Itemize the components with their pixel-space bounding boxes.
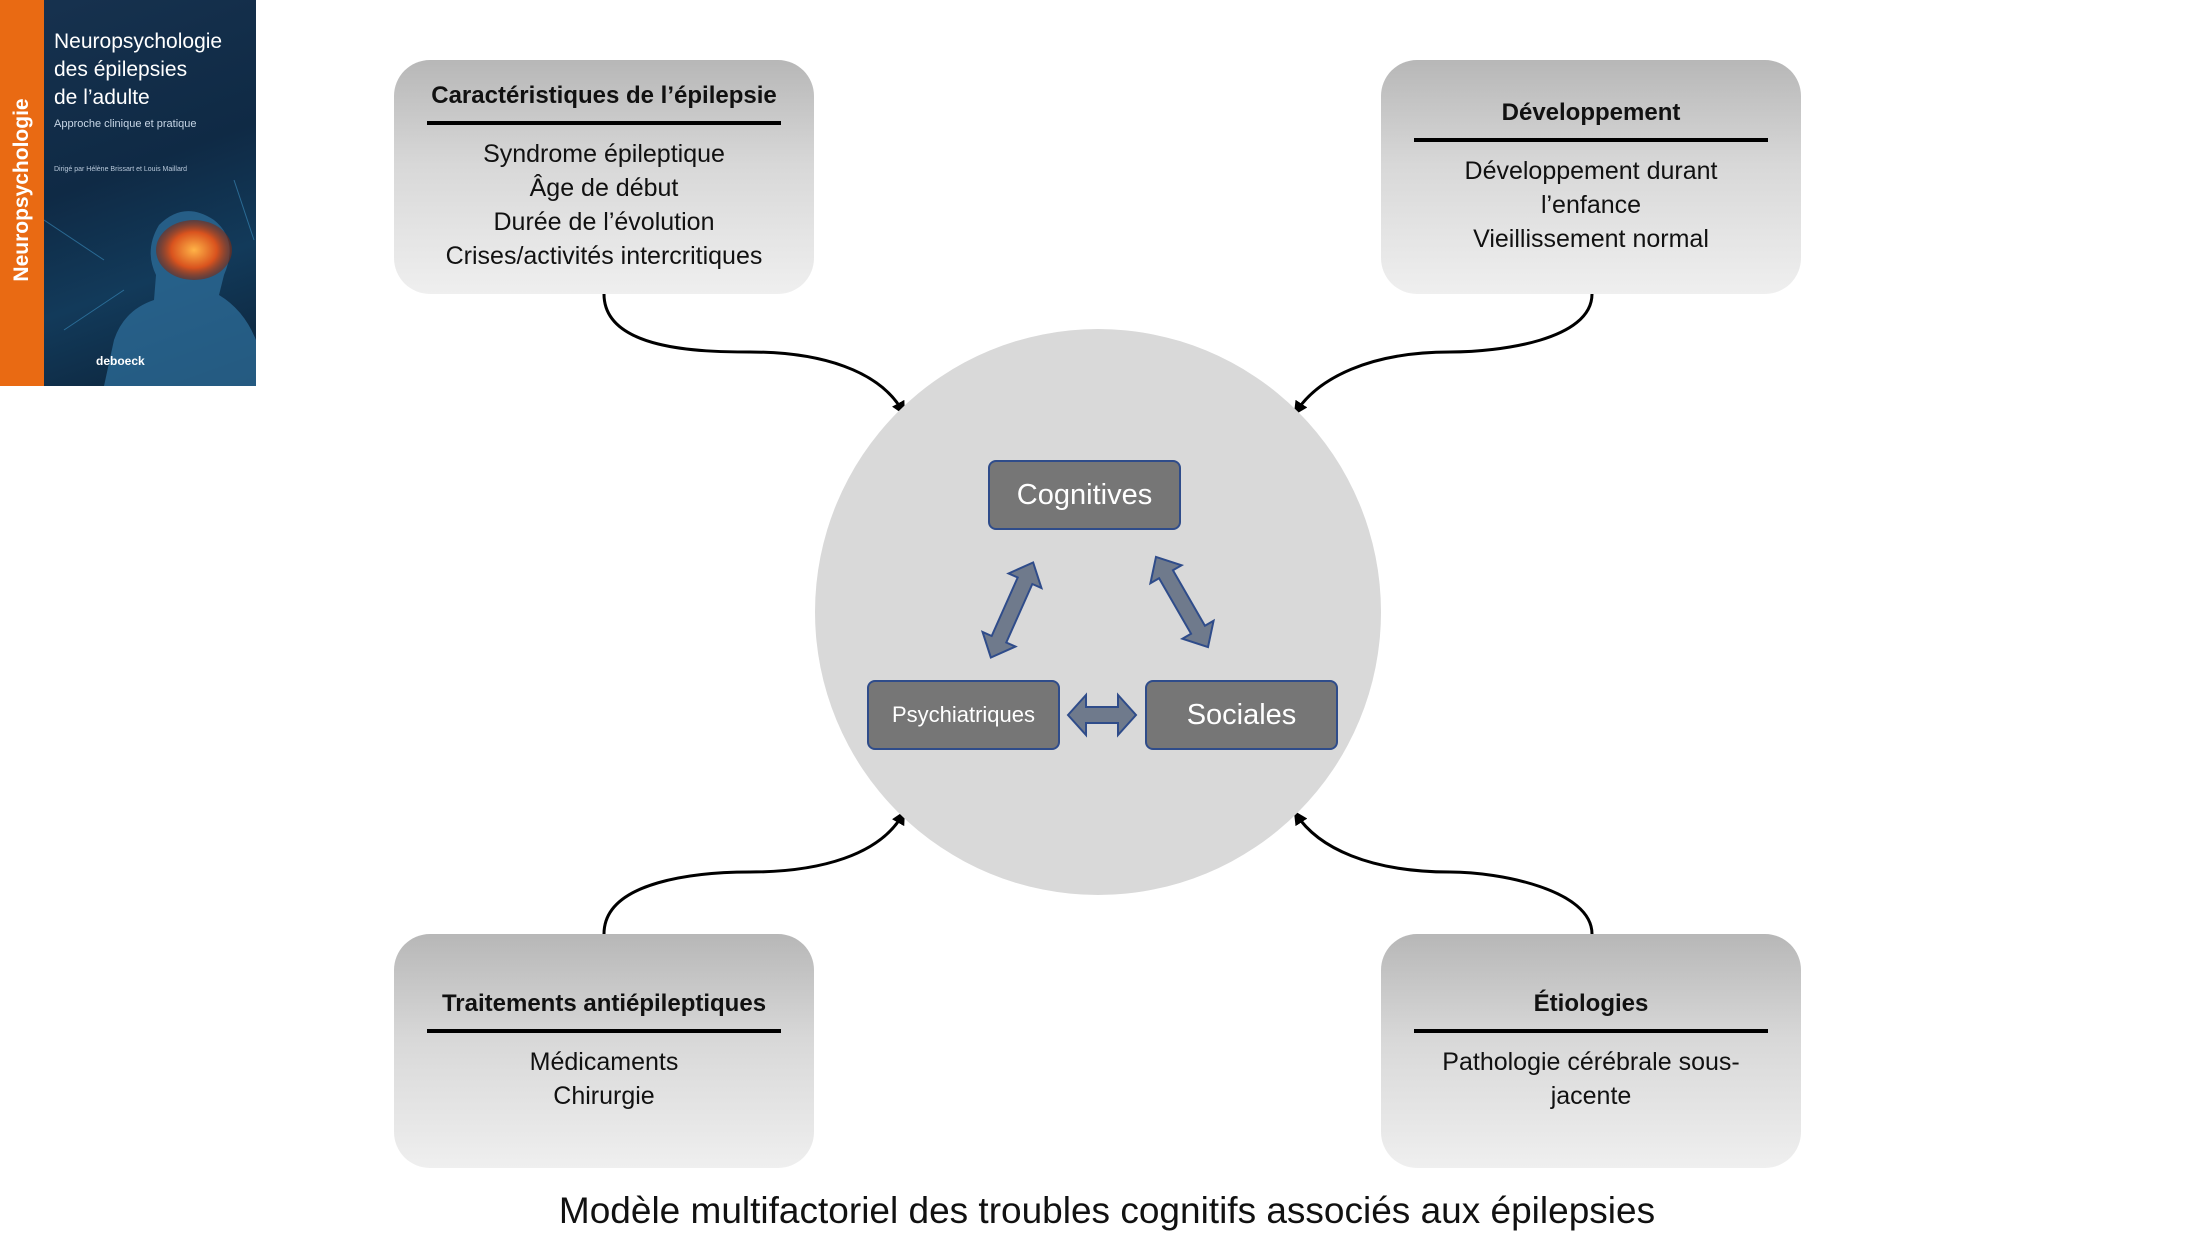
- factor-items: Développement durant l’enfance Vieilliss…: [1446, 154, 1736, 256]
- book-cover: Neuropsychologie Neuropsychologie des ép…: [0, 0, 256, 386]
- factor-item: Pathologie cérébrale sous-jacente: [1442, 1048, 1740, 1110]
- factor-item: Âge de début: [529, 174, 679, 202]
- domain-box-psychiatriques: Psychiatriques: [867, 680, 1060, 750]
- factor-items: Syndrome épileptique Âge de début Durée …: [434, 137, 774, 273]
- arrow-etio-to-center: [1293, 810, 1594, 935]
- factor-box-caracteristiques: Caractéristiques de l’épilepsie Syndrome…: [394, 60, 814, 294]
- center-circle: [815, 329, 1381, 895]
- domain-box-cognitives: Cognitives: [988, 460, 1181, 530]
- arrow-carac-to-center: [602, 293, 905, 416]
- factor-item: Crises/activités intercritiques: [445, 242, 763, 270]
- cover-title-line: des épilepsies: [54, 58, 188, 81]
- cover-title-line: de l’adulte: [54, 86, 150, 109]
- factor-item: Développement durant l’enfance: [1464, 157, 1718, 219]
- factor-title: Développement: [1414, 98, 1768, 142]
- cover-subtitle: Approche clinique et pratique: [54, 118, 197, 130]
- factor-item: Chirurgie: [553, 1082, 655, 1110]
- factor-items: Médicaments Chirurgie: [434, 1045, 774, 1113]
- factor-items: Pathologie cérébrale sous-jacente: [1431, 1045, 1751, 1113]
- double-arrow-cognitives-sociales-icon: [1148, 555, 1216, 649]
- domain-box-sociales: Sociales: [1145, 680, 1338, 750]
- factor-item: Syndrome épileptique: [483, 140, 725, 168]
- cover-authors: Dirigé par Hélène Brissart et Louis Mail…: [54, 166, 188, 173]
- cover-publisher-logo: deboeck: [96, 354, 145, 368]
- factor-box-etiologies: Étiologies Pathologie cérébrale sous-jac…: [1381, 934, 1801, 1168]
- factor-item: Médicaments: [529, 1048, 679, 1076]
- arrow-trait-to-center: [602, 810, 905, 935]
- double-arrow-cognitives-psychiatriques-icon: [980, 561, 1044, 659]
- factor-title: Étiologies: [1414, 989, 1768, 1033]
- factor-item: Vieillissement normal: [1473, 225, 1709, 253]
- factor-title: Caractéristiques de l’épilepsie: [427, 81, 781, 125]
- cover-title-line: Neuropsychologie: [54, 30, 223, 53]
- brain-illustration-icon: [44, 180, 256, 386]
- figure-caption: Modèle multifactoriel des troubles cogni…: [558, 1190, 1656, 1231]
- cover-title: Neuropsychologie des épilepsies de l’adu…: [54, 28, 254, 112]
- cover-accent-stripe: [0, 0, 44, 386]
- factor-title: Traitements antiépileptiques: [427, 989, 781, 1033]
- factor-box-developpement: Développement Développement durant l’enf…: [1381, 60, 1801, 294]
- arrow-dev-to-center: [1293, 293, 1594, 416]
- double-arrow-psychiatriques-sociales-icon: [1066, 692, 1138, 738]
- factor-box-traitements: Traitements antiépileptiques Médicaments…: [394, 934, 814, 1168]
- factor-item: Durée de l’évolution: [493, 208, 715, 236]
